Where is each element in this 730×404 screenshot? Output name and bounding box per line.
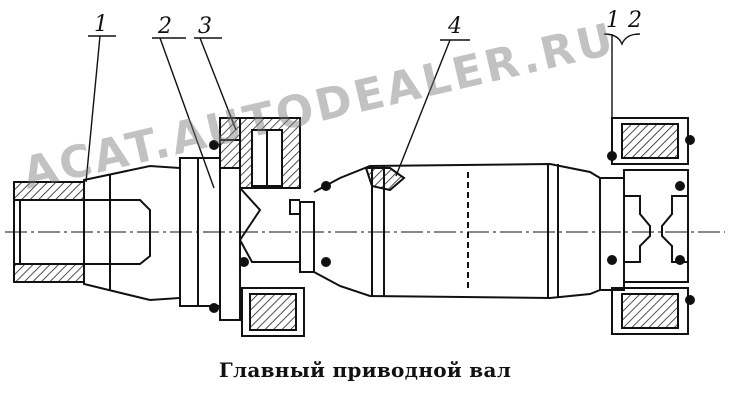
left-universal-joint	[179, 117, 331, 337]
callout-3: 3	[198, 14, 212, 39]
diagram-caption: Главный приводной вал	[218, 358, 512, 382]
main-shaft-tube	[313, 162, 601, 300]
right-universal-joint	[599, 117, 695, 335]
callout-2-right: 2	[628, 8, 642, 33]
callout-1-right: 1	[606, 8, 620, 33]
callout-4: 4	[448, 14, 462, 39]
callout-2-left: 2	[158, 14, 172, 39]
callout-1-left: 1	[94, 12, 108, 37]
leader-lines	[85, 33, 641, 189]
